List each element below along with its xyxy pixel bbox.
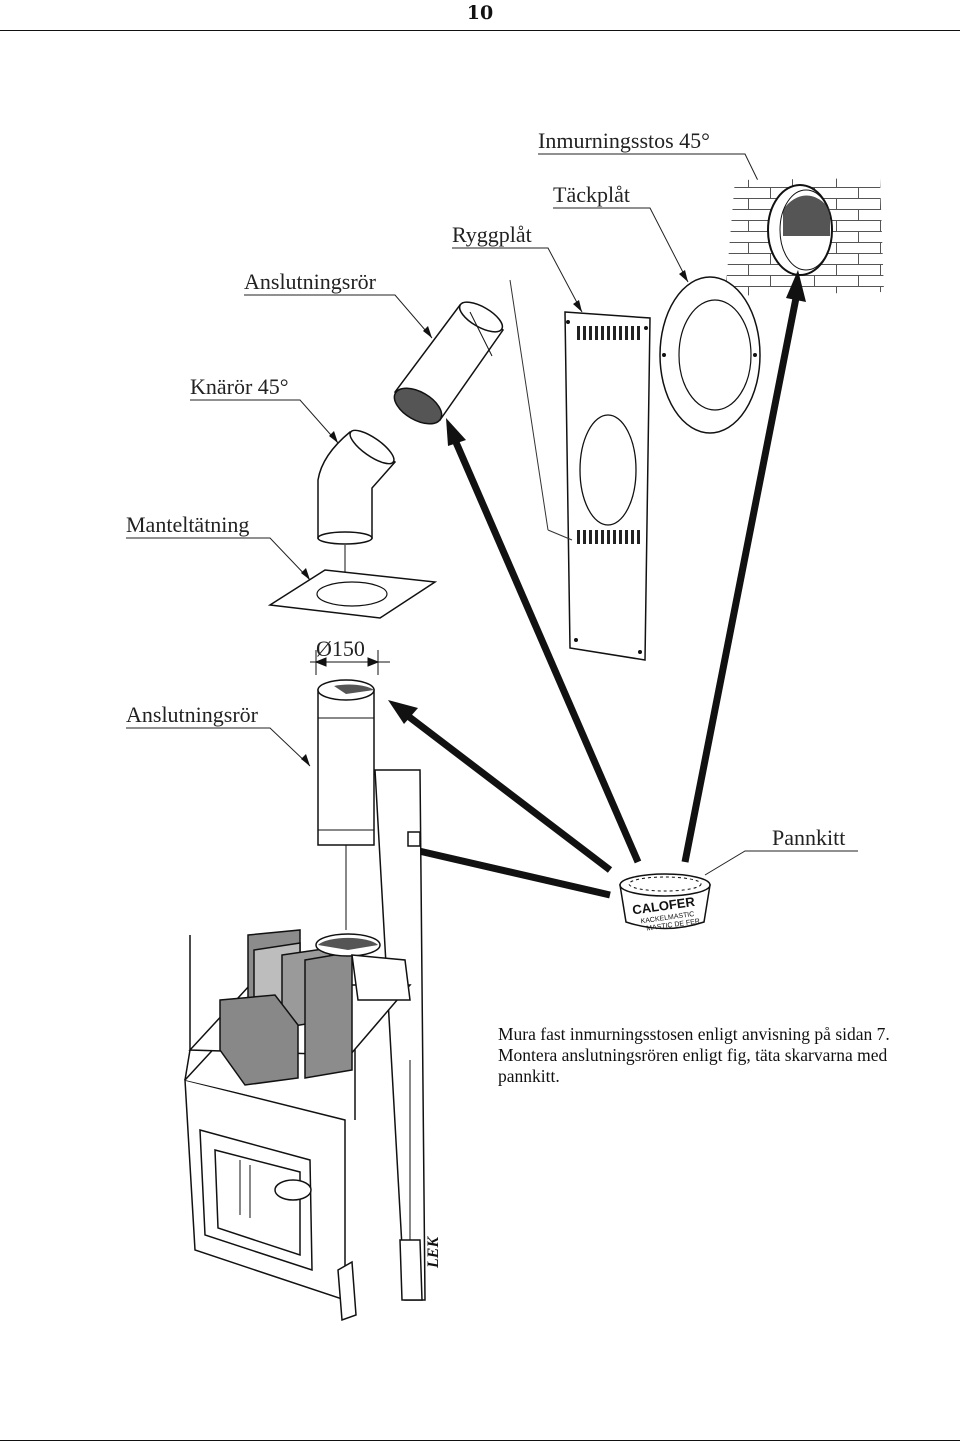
stove-mark: LEK [425, 1236, 442, 1269]
label-pannkitt: Pannkitt [772, 825, 845, 850]
diameter-dimension [310, 650, 390, 675]
page-number: 10 [466, 2, 494, 24]
stove [184, 769, 426, 1322]
note-line-2: Montera anslutningsrören enligt fig, tät… [498, 1045, 888, 1065]
bottom-rule [0, 1440, 960, 1441]
back-plate [509, 279, 651, 661]
label-knaror: Knärör 45° [190, 374, 289, 399]
top-rule [0, 30, 960, 31]
label-anslutningsror-top: Anslutningsrör [244, 269, 377, 294]
label-ryggplat: Ryggplåt [452, 222, 532, 247]
lower-connection-pipe [317, 679, 375, 930]
note-line-1: Mura fast inmurningsstosen enligt anvisn… [498, 1024, 890, 1044]
sealing-arrows [384, 270, 806, 899]
label-manteltatning: Manteltätning [126, 512, 249, 537]
brick-wall [725, 178, 884, 296]
upper-connection-pipe [393, 301, 505, 425]
label-anslutningsror-bottom: Anslutningsrör [126, 702, 259, 727]
note-line-3: pannkitt. [498, 1066, 560, 1086]
instruction-note: Mura fast inmurningsstosen enligt anvisn… [498, 1024, 938, 1087]
label-diameter: Ø150 [316, 636, 365, 661]
sealant-jar: CALOFER KACKELMASTIC MASTIC DE FER [619, 873, 711, 933]
label-tackplat: Täckplåt [553, 182, 630, 207]
cover-plate [659, 276, 761, 434]
sealing-plate [267, 569, 438, 619]
label-inmurningsstos: Inmurningsstos 45° [538, 128, 710, 153]
